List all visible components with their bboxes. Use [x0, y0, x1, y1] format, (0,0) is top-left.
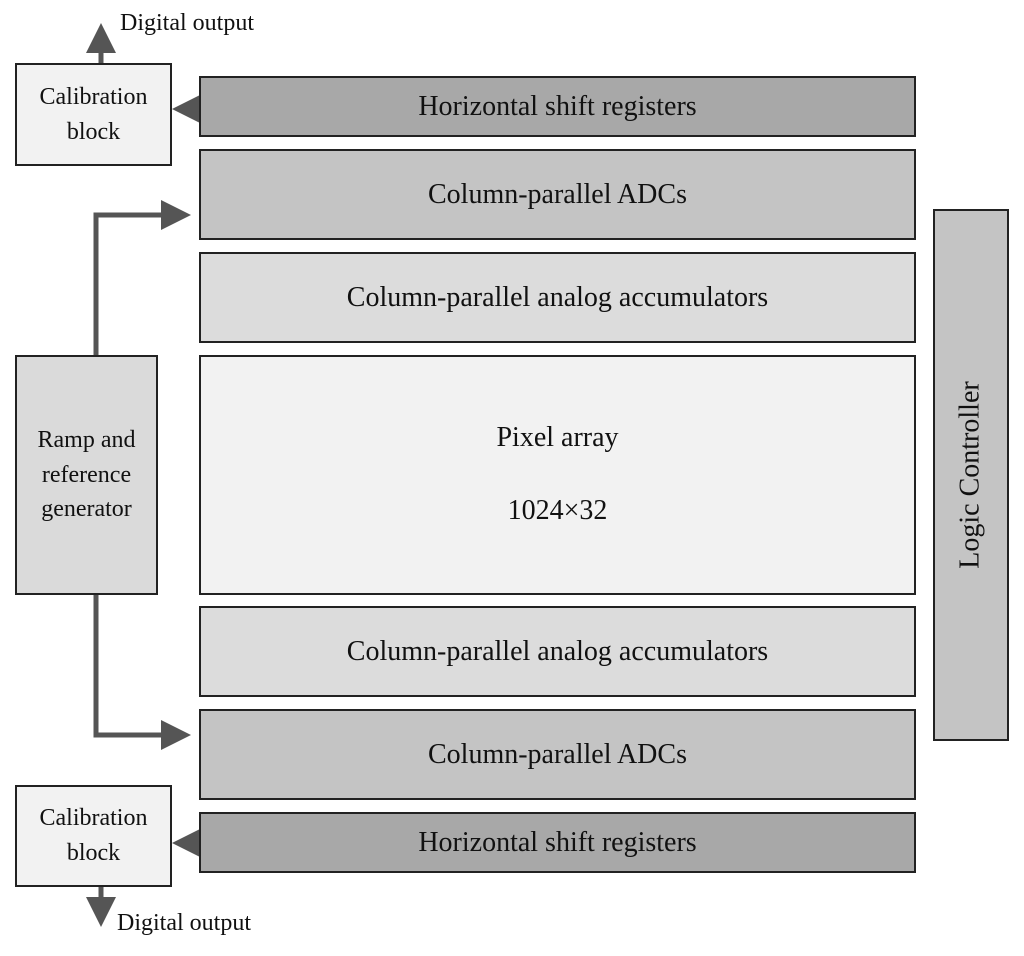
bottom-calibration-label: Calibration block [39, 805, 148, 866]
bottom-shift-registers-label: Horizontal shift registers [418, 827, 697, 858]
top-adcs-label: Column-parallel ADCs [428, 179, 687, 210]
ramp-reference-generator: Ramp and reference generator [15, 355, 158, 595]
pixel-array-size: 1024×32 [507, 495, 608, 527]
bottom-accumulators-label: Column-parallel analog accumulators [346, 636, 769, 667]
top-calibration-label: Calibration block [39, 83, 148, 145]
bottom-shift-registers: Horizontal shift registers [199, 812, 916, 873]
bottom-adcs: Column-parallel ADCs [199, 709, 916, 800]
top-digital-output-label: Digital output [120, 10, 254, 36]
ramp-generator-label: Ramp and reference generator [37, 426, 136, 523]
bottom-adcs-label: Column-parallel ADCs [428, 739, 687, 770]
bottom-calibration-block: Calibration block [15, 785, 172, 887]
top-shift-registers: Horizontal shift registers [199, 76, 916, 137]
logic-controller: Logic Controller [933, 209, 1009, 741]
ramp-to-top-adc-wire [93, 200, 191, 355]
top-calibration-block: Calibration block [15, 63, 172, 166]
top-accumulators-label: Column-parallel analog accumulators [346, 282, 769, 313]
bottom-accumulators: Column-parallel analog accumulators [199, 606, 916, 697]
pixel-array: Pixel array 1024×32 [199, 355, 916, 595]
top-accumulators: Column-parallel analog accumulators [199, 252, 916, 343]
logic-controller-label: Logic Controller [955, 381, 986, 569]
pixel-array-label: Pixel array [496, 422, 619, 454]
bottom-digital-output-label: Digital output [117, 910, 251, 936]
ramp-to-bottom-adc-wire [93, 594, 191, 750]
top-adcs: Column-parallel ADCs [199, 149, 916, 240]
top-shift-registers-label: Horizontal shift registers [418, 91, 697, 122]
